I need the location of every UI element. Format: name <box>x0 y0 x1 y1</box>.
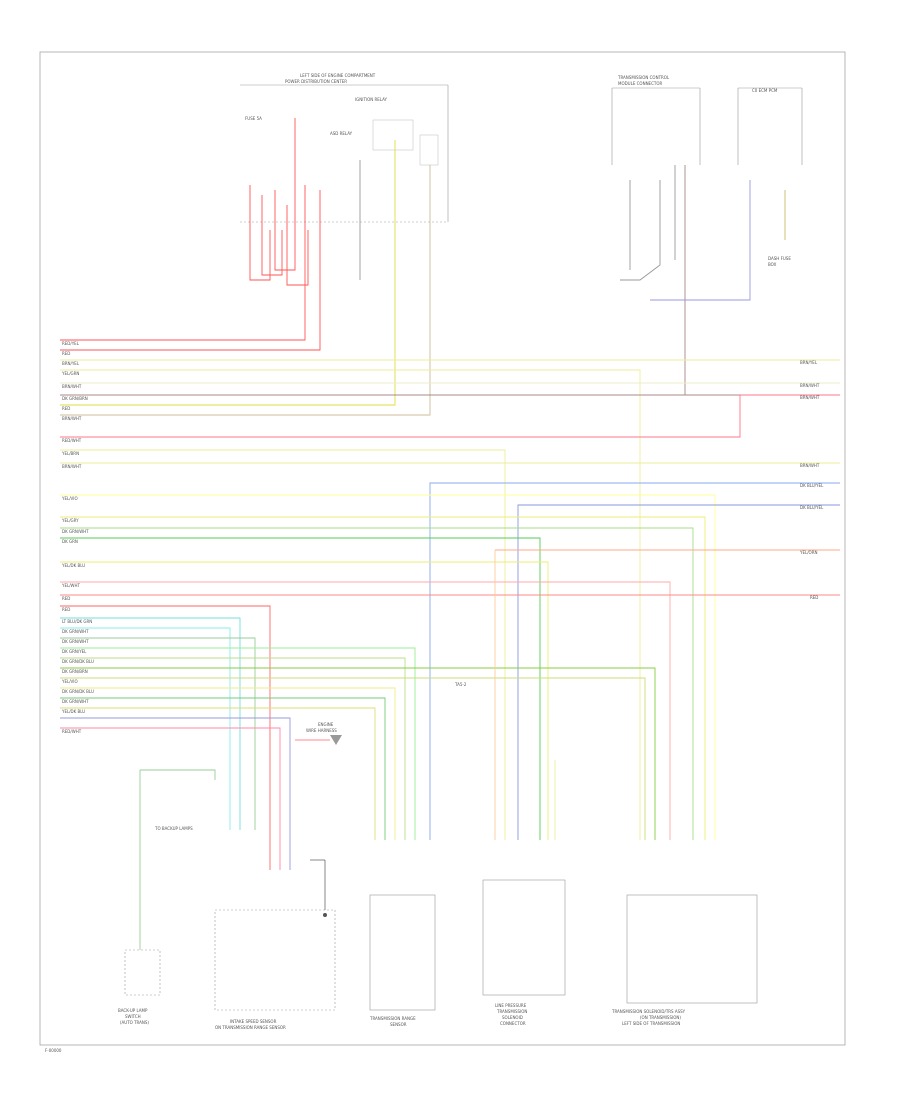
wire-label-left-24: DK GRN/DK BLU <box>62 659 94 664</box>
wire-label-left-30: RED/WHT <box>62 729 82 734</box>
engine-wire-harness-ground: ENGINE WIRE HARNESS TO BACKUP LAMPS <box>154 722 342 917</box>
wire-label-left-29: YEL/DK BLU <box>61 709 85 714</box>
dash-fuse-label-1: DASH FUSE <box>768 256 791 261</box>
wire-label-left-2: RED <box>62 351 70 356</box>
bottom-module-backup-switch: BACK-UP LAMP SWITCH (AUTO TRANS) <box>118 949 161 1025</box>
wire-label-left-18: RED <box>62 596 70 601</box>
trs-label-2: SENSOR <box>390 1022 407 1027</box>
wire-label-left-19: RED <box>62 607 70 612</box>
backup-lamps-label: TO BACKUP LAMPS <box>154 826 193 831</box>
wire-label-right-5: DK BLU/YEL <box>800 483 824 488</box>
intake-speed-label-2: ON TRANSMISSION RANGE SENSOR <box>215 1025 286 1030</box>
wire-label-right-3: BRN/WHT <box>800 395 820 400</box>
trans-solenoid-label-2: (ON TRANSMISSION) <box>640 1015 681 1020</box>
ground-label-1: ENGINE <box>318 722 334 727</box>
wire-label-left-16: YEL/DK BLU <box>61 563 85 568</box>
wire-label-right-7: YEL/ORN <box>799 550 817 555</box>
line-pressure-label-1: LINE PRESSURE <box>495 1003 527 1008</box>
ecm-top: C0 ECM PCM DASH FUSE BOX <box>737 87 803 267</box>
wire-label-right-4: BRN/WHT <box>800 463 820 468</box>
left-wire-labels: RED/YEL RED BRN/YEL YEL/GRN BRN/WHT DK G… <box>61 341 94 734</box>
diagram-border <box>39 51 846 1046</box>
wire-label-left-22: DK GRN/WHT <box>62 639 89 644</box>
red-fuse-wires <box>60 118 321 351</box>
tcm-title-2: MODULE CONNECTOR <box>618 81 662 86</box>
wire-label-left-25: DK GRN/BRN <box>62 669 88 674</box>
wire-label-left-28: DK GRN/WHT <box>62 699 89 704</box>
wire-label-left-21: DK GRN/WHT <box>62 629 89 634</box>
backup-switch-label-1: BACK-UP LAMP <box>118 1008 148 1013</box>
wire-label-left-20: LT BLU/DK GRN <box>62 619 92 624</box>
dash-fuse-label-2: BOX <box>768 262 777 267</box>
horizontal-wire-bus <box>60 359 840 870</box>
wire-label-left-13: YEL/GRY <box>61 518 79 523</box>
wire-label-left-15: DK GRN <box>62 539 78 544</box>
intake-speed-label-1: INTAKE SPEED SENSOR <box>230 1019 277 1024</box>
power-distribution-center: LEFT SIDE OF ENGINE COMPARTMENT POWER DI… <box>240 73 449 223</box>
wire-label-left-11: BRN/WHT <box>62 464 82 469</box>
tcm-title-1: TRANSMISSION CONTROL <box>617 75 670 80</box>
wire-label-left-5: BRN/WHT <box>62 384 82 389</box>
pdc-title-2: POWER DISTRIBUTION CENTER <box>285 79 347 84</box>
top-right-wires <box>60 165 786 396</box>
wire-label-right-8: RED <box>810 595 818 600</box>
backup-switch-label-2: SWITCH <box>125 1014 141 1019</box>
fuse-label-left: FUSE 5A <box>245 116 262 121</box>
bottom-module-line-pressure: LINE PRESSURE TRANSMISSION SOLENOID CONN… <box>482 879 566 1026</box>
fuse-box-signal-wires <box>60 140 431 416</box>
right-wire-labels: BRN/YEL BRN/WHT BRN/WHT BRN/WHT DK BLU/Y… <box>799 360 824 600</box>
asd-relay-label: ASD RELAY <box>330 131 353 136</box>
wire-label-left-23: DK GRN/YEL <box>62 649 87 654</box>
wire-label-right-6: DK BLU/YEL <box>800 505 824 510</box>
wire-label-right-1: BRN/YEL <box>800 360 818 365</box>
wire-label-left-27: DK GRN/DK BLU <box>62 689 94 694</box>
wire-label-left-26: YEL/VIO <box>61 679 78 684</box>
wire-label-left-9: RED/WHT <box>62 438 82 443</box>
trs-label-1: TRANSMISSION RANGE <box>369 1016 416 1021</box>
wire-label-left-3: BRN/YEL <box>62 361 80 366</box>
footer-code: F-00000 <box>45 1048 62 1053</box>
trans-solenoid-label-1: TRANSMISSION SOLENOID/TRS ASSY <box>611 1009 686 1014</box>
wire-label-left-10: YEL/BRN <box>61 451 79 456</box>
wire-label-left-17: YEL/WHT <box>61 583 81 588</box>
line-pressure-label-2: TRANSMISSION <box>496 1009 527 1014</box>
ignition-relay-label: IGNITION RELAY <box>355 97 388 102</box>
bottom-module-intake-speed: INTAKE SPEED SENSOR ON TRANSMISSION RANG… <box>214 909 336 1030</box>
bottom-module-trans-solenoid: TRANSMISSION SOLENOID/TRS ASSY (ON TRANS… <box>611 894 758 1026</box>
ecm-title: C0 ECM PCM <box>752 88 778 93</box>
line-pressure-label-4: CONNECTOR <box>500 1021 526 1026</box>
splice-label: TA5-2 <box>454 682 467 687</box>
wire-label-right-2: BRN/WHT <box>800 383 820 388</box>
ground-label-2: WIRE HARNESS <box>306 728 337 733</box>
bottom-module-trs: TRANSMISSION RANGE SENSOR <box>369 894 436 1027</box>
wire-label-left-4: YEL/GRN <box>61 371 79 376</box>
lower-wire-bus <box>60 550 656 950</box>
pdc-title-1: LEFT SIDE OF ENGINE COMPARTMENT <box>300 73 376 78</box>
wire-label-left-6: DK GRN/BRN <box>62 396 88 401</box>
trans-solenoid-label-3: LEFT SIDE OF TRANSMISSION <box>622 1021 680 1026</box>
tcm-connector-top: TRANSMISSION CONTROL MODULE CONNECTOR <box>611 75 701 165</box>
wire-label-left-8: BRN/WHT <box>62 416 82 421</box>
backup-switch-label-3: (AUTO TRANS) <box>120 1020 149 1025</box>
wire-label-left-12: YEL/VIO <box>61 496 78 501</box>
line-pressure-label-3: SOLENOID <box>502 1015 523 1020</box>
wire-label-left-1: RED/YEL <box>62 341 80 346</box>
wire-label-left-14: DK GRN/WHT <box>62 529 89 534</box>
wire-label-left-7: RED <box>62 406 70 411</box>
